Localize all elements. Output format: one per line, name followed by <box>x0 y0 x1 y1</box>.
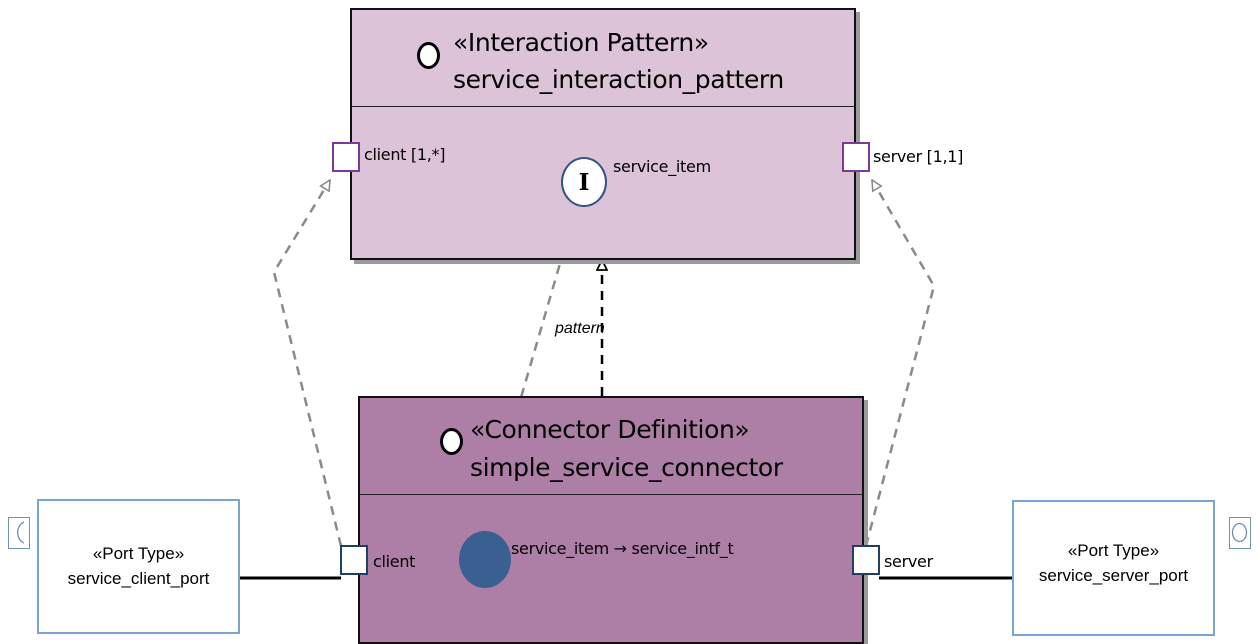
pattern-server-port[interactable] <box>842 142 870 172</box>
interface-item-icon[interactable]: I <box>561 157 607 207</box>
interface-item-symbol: I <box>578 168 590 196</box>
pattern-client-port[interactable] <box>332 142 360 172</box>
client-port-type-stereotype: «Port Type» <box>92 544 185 563</box>
pattern-server-port-label: server [1,1] <box>873 147 964 166</box>
client-port-type-block[interactable]: «Port Type» service_client_port <box>37 499 240 634</box>
server-port-type-block[interactable]: «Port Type» service_server_port <box>1012 500 1215 636</box>
connector-client-port[interactable] <box>340 545 368 575</box>
connector-client-port-label: client <box>373 552 416 571</box>
client-port-mapping[interactable] <box>272 180 343 547</box>
connector-stereotype: «Connector Definition» <box>470 415 750 444</box>
connector-server-port[interactable] <box>852 545 880 575</box>
connector-item-icon[interactable] <box>459 531 511 588</box>
connector-server-port-label: server <box>884 552 933 571</box>
server-port-mapping[interactable] <box>864 180 936 547</box>
connector-stereotype-icon <box>440 428 463 455</box>
connector-name: simple_service_connector <box>470 453 783 482</box>
pattern-stereotype: «Interaction Pattern» <box>453 28 709 57</box>
client-port-type-icon <box>8 517 30 549</box>
pattern-name: service_interaction_pattern <box>453 65 784 94</box>
pattern-item-label: service_item <box>613 157 711 176</box>
server-port-type-icon <box>1229 517 1251 549</box>
connector-item-label: service_item → service_intf_t <box>511 539 734 558</box>
client-port-type-name: service_client_port <box>67 569 210 588</box>
server-port-type-name: service_server_port <box>1038 566 1189 585</box>
pattern-relation-label: pattern <box>555 320 605 337</box>
pattern-stereotype-icon <box>417 42 440 69</box>
server-port-type-stereotype: «Port Type» <box>1067 541 1160 560</box>
pattern-client-port-label: client [1,*] <box>364 145 446 164</box>
connector-compartment-divider <box>360 494 862 495</box>
pattern-compartment-divider <box>352 106 854 107</box>
